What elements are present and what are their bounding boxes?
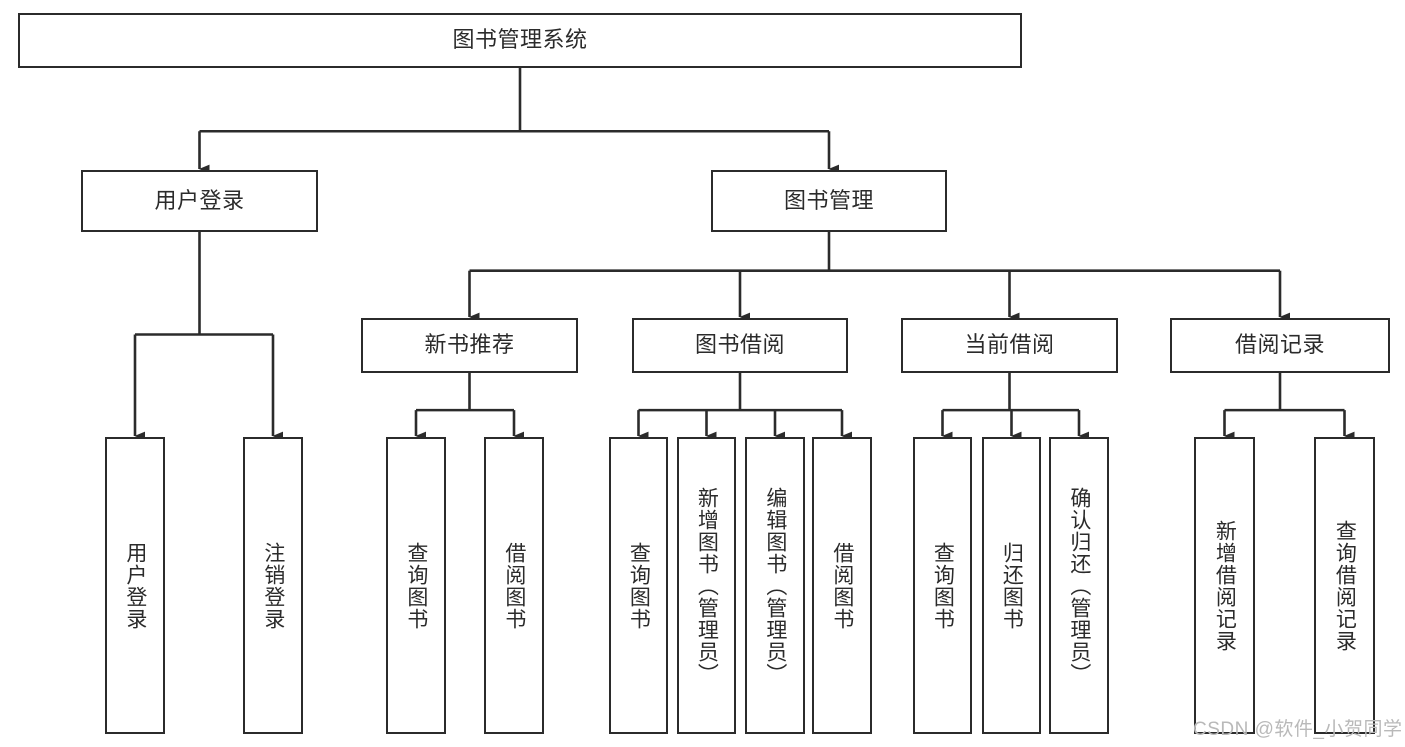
node-label: 归还图书 (1000, 541, 1024, 630)
node-label: 注销登录 (261, 541, 285, 630)
leaf-borrow-query-book[interactable]: 查询图书 (609, 437, 668, 734)
leaf-borrow-borrow-book[interactable]: 借阅图书 (812, 437, 872, 734)
node-current-borrowing[interactable]: 当前借阅 (901, 318, 1118, 373)
node-user-login-module[interactable]: 用户登录 (81, 170, 318, 232)
node-label: 图书管理 (783, 187, 874, 213)
node-new-book-recommendation[interactable]: 新书推荐 (361, 318, 578, 373)
node-label: 图书借阅 (694, 332, 785, 358)
node-book-management-module[interactable]: 图书管理 (711, 170, 947, 232)
node-label: 用户登录 (123, 541, 147, 630)
node-root-system[interactable]: 图书管理系统 (18, 13, 1022, 68)
node-label: 新书推荐 (424, 332, 515, 358)
leaf-user-logout[interactable]: 注销登录 (243, 437, 303, 734)
node-label: 用户登录 (154, 187, 245, 213)
leaf-current-query-book[interactable]: 查询图书 (913, 437, 972, 734)
node-label: 借阅图书 (830, 541, 854, 630)
node-book-borrowing[interactable]: 图书借阅 (632, 318, 848, 373)
node-label: 确认归还（管理员） (1067, 486, 1091, 685)
leaf-user-login[interactable]: 用户登录 (105, 437, 165, 734)
leaf-record-add-record[interactable]: 新增借阅记录 (1194, 437, 1255, 734)
node-label: 新增借阅记录 (1213, 519, 1237, 652)
node-label: 新增图书（管理员） (695, 486, 719, 685)
node-label: 借阅记录 (1234, 332, 1325, 358)
leaf-current-confirm-return-admin[interactable]: 确认归还（管理员） (1049, 437, 1109, 734)
leaf-record-query-record[interactable]: 查询借阅记录 (1314, 437, 1375, 734)
leaf-borrow-edit-book-admin[interactable]: 编辑图书（管理员） (745, 437, 805, 734)
node-label: 查询图书 (404, 541, 428, 630)
node-label: 编辑图书（管理员） (763, 486, 787, 685)
leaf-newbook-query-book[interactable]: 查询图书 (386, 437, 446, 734)
node-label: 借阅图书 (502, 541, 526, 630)
node-label: 查询图书 (931, 541, 955, 630)
leaf-current-return-book[interactable]: 归还图书 (982, 437, 1041, 734)
node-label: 查询借阅记录 (1333, 519, 1357, 652)
node-label: 查询图书 (627, 541, 651, 630)
leaf-newbook-borrow-book[interactable]: 借阅图书 (484, 437, 544, 734)
node-label: 图书管理系统 (452, 27, 588, 53)
node-borrowing-records[interactable]: 借阅记录 (1170, 318, 1390, 373)
leaf-borrow-add-book-admin[interactable]: 新增图书（管理员） (677, 437, 736, 734)
node-label: 当前借阅 (964, 332, 1055, 358)
